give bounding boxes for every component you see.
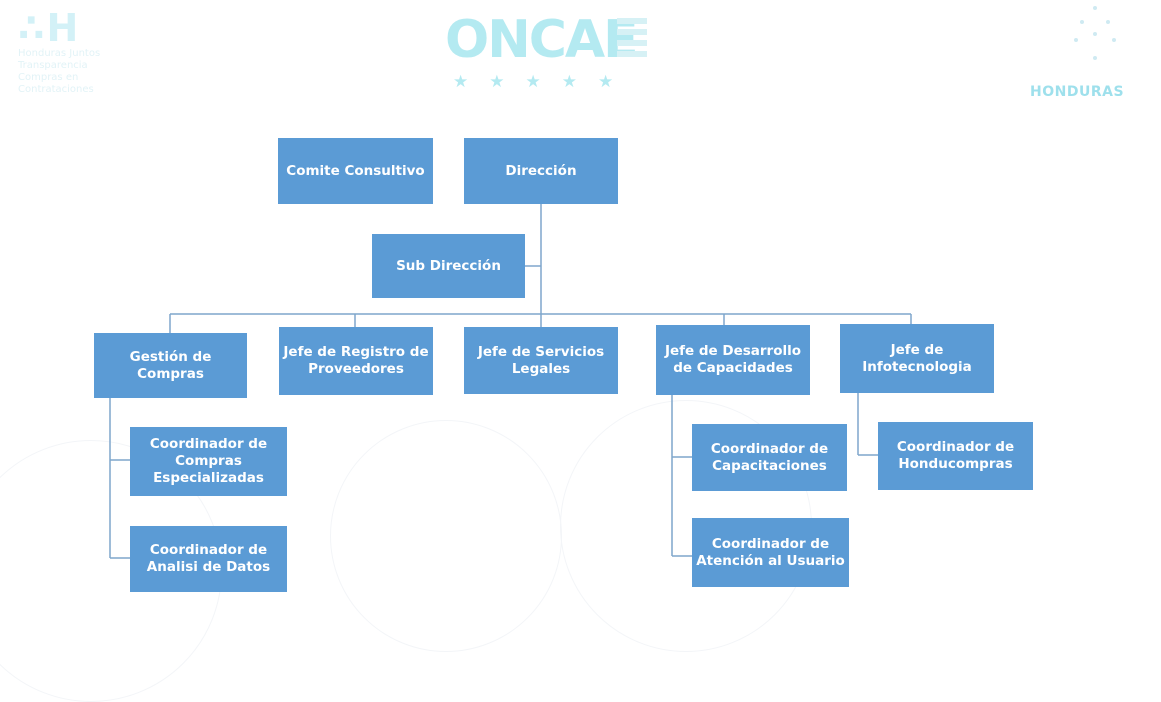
node-jefe-servicios-legales: Jefe de Servicios Legales <box>464 327 618 394</box>
node-comite-consultivo: Comite Consultivo <box>278 138 433 204</box>
left-logo-subtitle-line: Transparencia <box>18 60 88 71</box>
left-logo-subtitle-line: Honduras Juntos <box>18 48 101 59</box>
node-jefe-infotecnologia: Jefe de Infotecnologia <box>840 324 994 393</box>
logo-bars-icon <box>617 18 647 64</box>
node-coordinador-capacitaciones: Coordinador de Capacitaciones <box>692 424 847 491</box>
node-coordinador-analisis-datos: Coordinador de Analisi de Datos <box>130 526 287 592</box>
stars-emblem-icon <box>1060 4 1130 74</box>
oncae-logo: ONCAE ★★★★★ <box>445 12 655 92</box>
honduras-wordmark: HONDURAS <box>1030 84 1125 100</box>
oncae-logo-word: ONCAE <box>445 10 639 70</box>
honduras-logo: HONDURAS <box>1030 4 1160 114</box>
node-jefe-desarrollo-capacidades: Jefe de Desarrollo de Capacidades <box>656 325 810 395</box>
left-logo-mark: ∴H <box>18 6 81 50</box>
node-sub-direccion: Sub Dirección <box>372 234 525 298</box>
left-logo-subtitle-line: Contrataciones <box>18 84 94 95</box>
node-direccion: Dirección <box>464 138 618 204</box>
node-coordinador-honducompras: Coordinador de Honducompras <box>878 422 1033 490</box>
node-coordinador-atencion-usuario: Coordinador de Atención al Usuario <box>692 518 849 587</box>
node-gestion-compras: Gestión de Compras <box>94 333 247 398</box>
node-jefe-registro-proveedores: Jefe de Registro de Proveedores <box>279 327 433 395</box>
star-icons: ★★★★★ <box>453 72 635 92</box>
node-coordinador-compras-especializadas: Coordinador de Compras Especializadas <box>130 427 287 496</box>
left-logo: ∴H Honduras Juntos Transparencia Compras… <box>18 8 168 120</box>
left-logo-subtitle-line: Compras en <box>18 72 79 83</box>
